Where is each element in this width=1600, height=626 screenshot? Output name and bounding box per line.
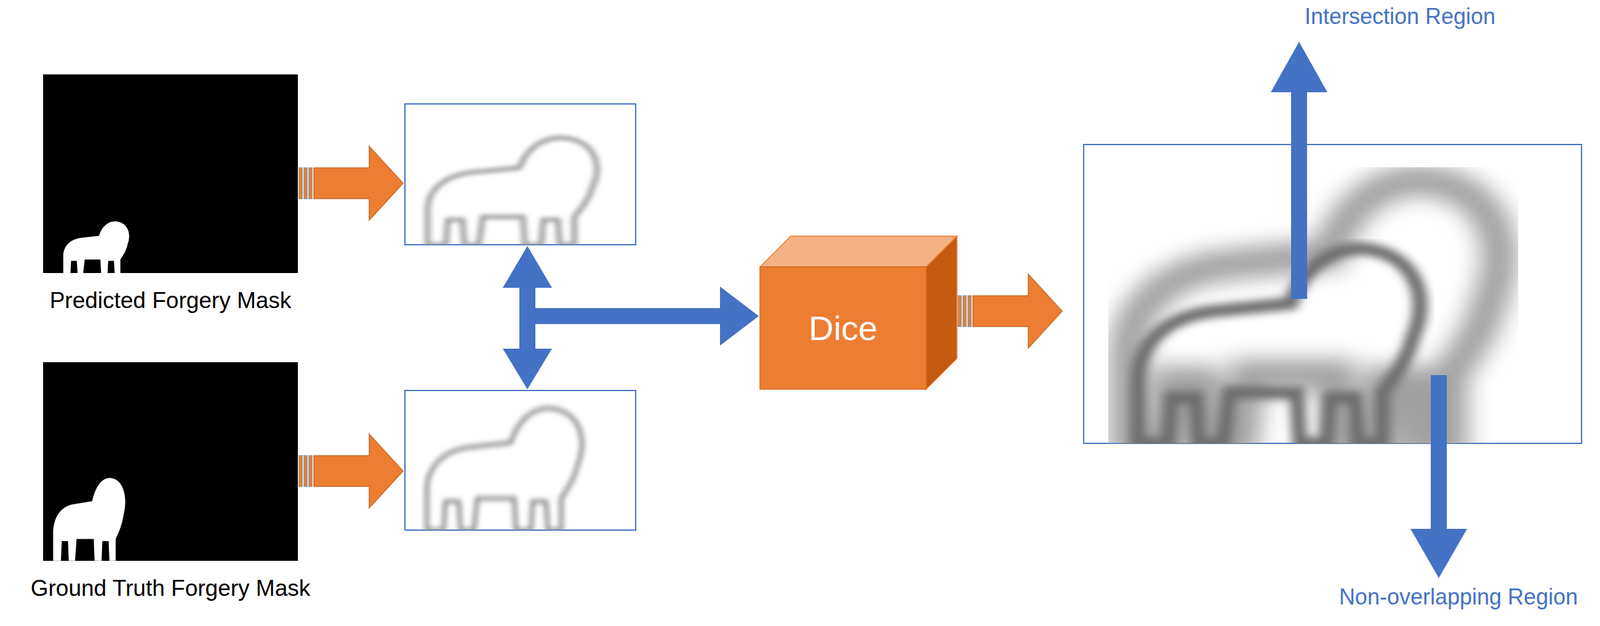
dice-cube bbox=[760, 236, 957, 390]
art-part bbox=[760, 267, 927, 390]
forgery-silhouette bbox=[63, 221, 130, 274]
art-part bbox=[958, 296, 962, 327]
art-part bbox=[1137, 249, 1421, 444]
art-part bbox=[304, 168, 308, 199]
art-part bbox=[502, 246, 552, 288]
region-label: Intersection Region bbox=[1304, 3, 1496, 30]
art-part bbox=[502, 348, 552, 390]
orange-arrow bbox=[958, 274, 1063, 349]
mask-caption: Ground Truth Forgery Mask bbox=[4, 576, 337, 602]
mask-node: Predicted Forgery Mask bbox=[43, 74, 298, 314]
orange-arrow bbox=[299, 434, 404, 509]
orange-arrow bbox=[299, 146, 404, 221]
art-part bbox=[963, 296, 967, 327]
region-label: Non-overlapping Region bbox=[1339, 584, 1578, 611]
art-part bbox=[968, 296, 972, 327]
art-part bbox=[1410, 529, 1468, 579]
art-part bbox=[972, 274, 1063, 349]
art-part bbox=[299, 168, 303, 199]
art-part bbox=[313, 146, 404, 221]
predicted-mask bbox=[43, 74, 298, 274]
art-part bbox=[760, 236, 957, 268]
art-part bbox=[427, 408, 583, 531]
dice-result-box bbox=[1083, 144, 1582, 444]
mask-caption: Predicted Forgery Mask bbox=[4, 288, 337, 314]
art-part bbox=[299, 456, 303, 487]
callout-arrow bbox=[1270, 41, 1328, 300]
art-part bbox=[527, 308, 722, 325]
art-part bbox=[1291, 91, 1308, 300]
process-box: Dice bbox=[760, 267, 927, 390]
callout-arrow bbox=[1410, 375, 1468, 579]
art-part bbox=[1430, 375, 1447, 531]
forgery-silhouette bbox=[52, 478, 125, 562]
edge-outline bbox=[427, 137, 597, 245]
process-label: Dice bbox=[808, 308, 878, 349]
art-part bbox=[427, 137, 597, 245]
blue-arrow bbox=[502, 246, 759, 390]
art-part bbox=[304, 456, 308, 487]
art-part bbox=[313, 434, 404, 509]
mask-area bbox=[43, 74, 298, 274]
edge-map-box bbox=[404, 390, 636, 531]
art-part bbox=[926, 236, 957, 390]
art-part bbox=[720, 286, 759, 346]
art-part bbox=[308, 456, 312, 487]
ground-truth-mask bbox=[43, 362, 298, 562]
edge-map-box bbox=[404, 104, 636, 245]
edge-outline bbox=[427, 408, 583, 531]
art-part bbox=[308, 168, 312, 199]
mask-area bbox=[43, 362, 298, 562]
mask-node: Ground Truth Forgery Mask bbox=[43, 362, 298, 602]
art-part bbox=[1270, 41, 1328, 93]
